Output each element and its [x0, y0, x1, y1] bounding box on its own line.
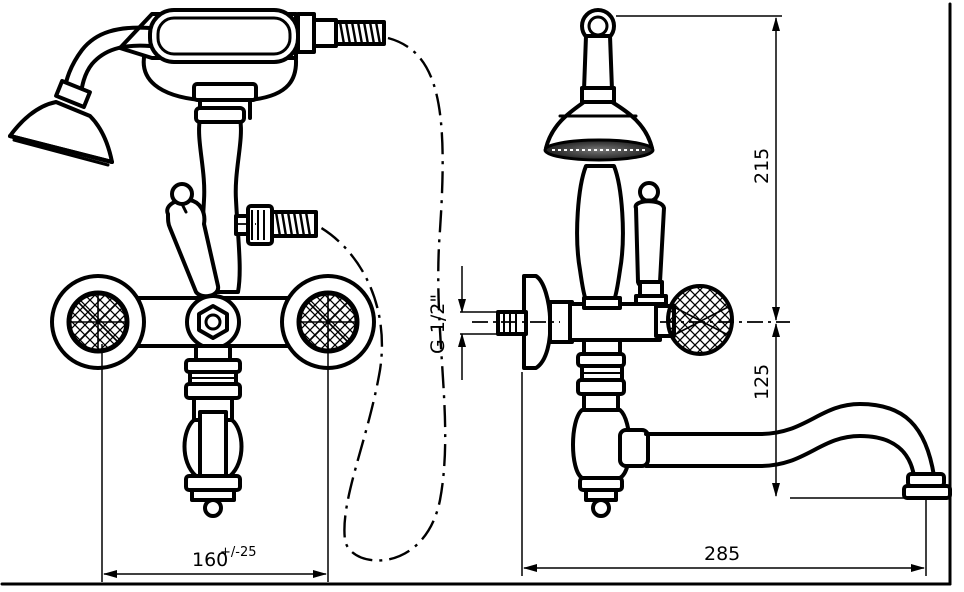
side-diverter-lever — [633, 199, 666, 290]
right-wall-flange — [280, 274, 376, 370]
side-riser-pipe — [582, 34, 614, 92]
height-top-dimension-label: 215 — [751, 148, 773, 184]
left-wall-flange — [50, 274, 146, 370]
side-riser-column — [575, 164, 625, 302]
side-view: G 1/2" 215 125 285 — [427, 8, 952, 576]
side-knurled-handle — [654, 284, 734, 356]
thread-dimension-label: G 1/2" — [427, 294, 449, 354]
front-view: 160 +/-25 — [8, 8, 447, 582]
side-mixer-body — [568, 302, 662, 342]
reach-dimension-label: 285 — [704, 543, 740, 565]
width-dimension-label: 160 — [192, 549, 228, 571]
hose-coil-top — [334, 20, 386, 46]
hose-line — [317, 36, 447, 562]
swan-spout — [644, 402, 936, 478]
width-tolerance-label: +/-25 — [220, 545, 257, 560]
height-bottom-dimension-label: 125 — [751, 364, 773, 400]
hose-coil-side — [270, 210, 318, 238]
